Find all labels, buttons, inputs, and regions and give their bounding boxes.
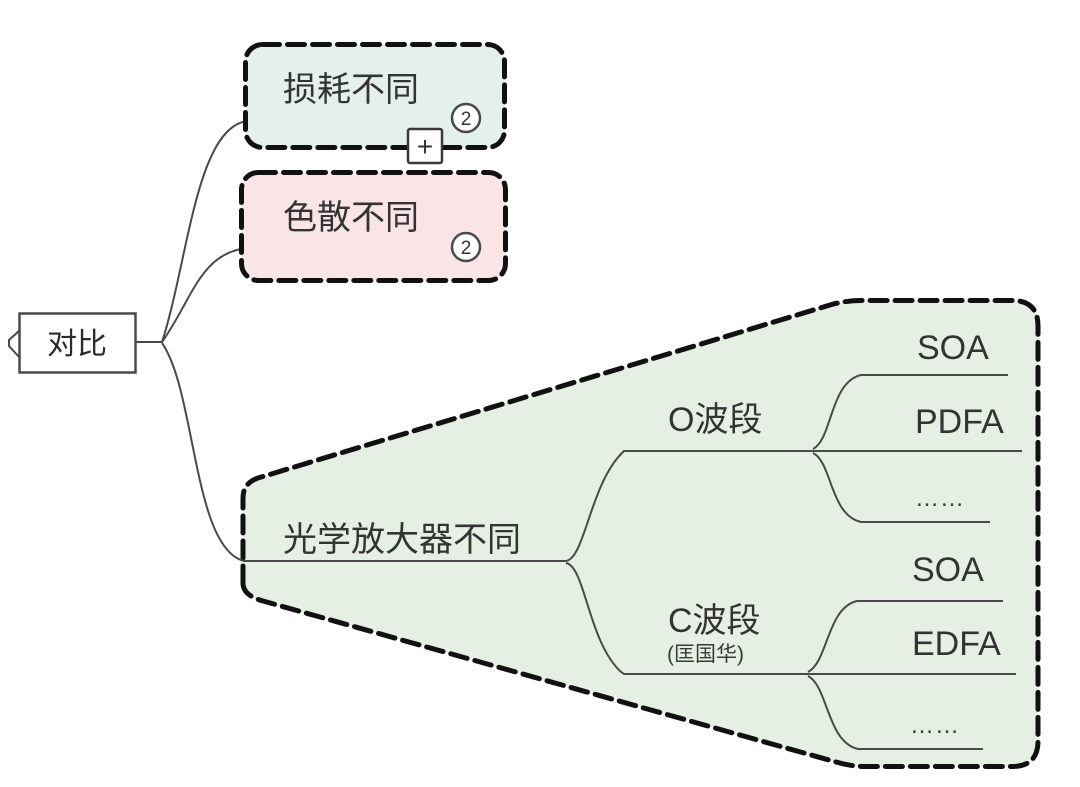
loss-expand-plus-icon: + — [417, 131, 433, 162]
root-topic-label: 对比 — [47, 328, 107, 361]
topic-c-edfa-label: EDFA — [912, 625, 1001, 663]
branch-line-o-band — [565, 450, 1022, 562]
topic-dispersion-shape[interactable] — [239, 170, 508, 283]
topic-o-band-label: O波段 — [668, 401, 762, 439]
branch-line-c-dots — [807, 675, 983, 750]
loss-children-count-badge[interactable] — [450, 102, 482, 134]
topic-o-soa-label: SOA — [917, 329, 989, 367]
branch-line-c-band — [565, 562, 1016, 675]
branch-line-c-soa — [807, 600, 1003, 673]
topic-c-soa-label: SOA — [912, 551, 984, 589]
topic-dispersion-label: 色散不同 — [283, 199, 419, 237]
loss-expand-button[interactable] — [406, 127, 444, 165]
branch-line-o-soa — [812, 374, 1008, 450]
dispersion-children-count-text: 2 — [461, 238, 472, 259]
topic-o-ellipsis-label: …… — [915, 485, 965, 512]
dispersion-children-count-badge[interactable] — [450, 231, 482, 263]
loss-children-count-text: 2 — [461, 109, 472, 130]
topic-loss-label: 损耗不同 — [283, 71, 419, 109]
topic-c-band-label: C波段 — [668, 602, 761, 640]
branch-line-amplifier — [161, 342, 566, 562]
branch-line-o-dots — [812, 452, 990, 523]
branch-line-loss — [135, 118, 453, 343]
topic-o-pdfa-label: PDFA — [915, 403, 1004, 441]
topic-c-band-note: (匡国华) — [667, 643, 744, 666]
root-topic-shape[interactable] — [18, 312, 137, 374]
topic-amplifier-label: 光学放大器不同 — [283, 521, 521, 559]
topic-amplifier-shape[interactable] — [240, 298, 1041, 769]
topic-c-ellipsis-label: …… — [910, 712, 960, 739]
topic-loss-shape[interactable] — [243, 42, 507, 150]
